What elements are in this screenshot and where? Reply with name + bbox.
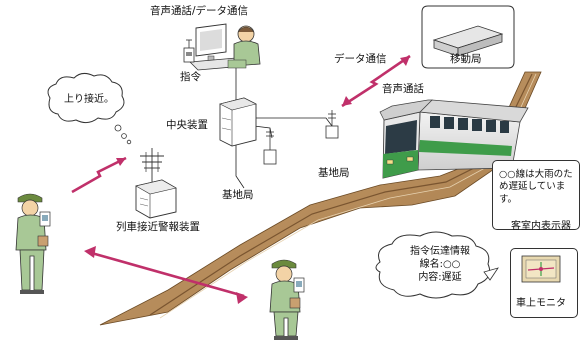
warning-device (135, 148, 177, 219)
label-voice-data-comm: 音声通話/データ通信 (150, 5, 249, 17)
command-info-content: 内容:遅延 (418, 272, 462, 283)
label-passenger-display: 客室内表示器 (511, 221, 571, 232)
communication-arrows (71, 54, 411, 304)
track-worker-left (15, 193, 51, 294)
label-data-comm: データ通信 (334, 53, 387, 65)
onboard-monitor-panel (510, 248, 578, 318)
label-warning-device: 列車接近警報装置 (116, 221, 200, 233)
command-info-bubble (375, 231, 499, 299)
label-approach: 上り接近。 (64, 94, 114, 105)
track-worker-middle (269, 259, 305, 340)
label-voice-call: 音声通話 (382, 83, 424, 95)
passenger-display-panel: ○○線は大雨のため遅延しています。 (492, 160, 580, 230)
central-device (219, 97, 257, 147)
base-station-antennas (263, 110, 339, 165)
label-onboard-monitor: 車上モニタ (516, 298, 566, 309)
label-base-station-1: 基地局 (222, 189, 254, 201)
label-command: 指令 (180, 71, 201, 83)
label-mobile-station: 移動局 (450, 53, 482, 65)
dispatcher-figure (183, 23, 261, 71)
network-wires (235, 62, 333, 189)
onboard-monitor-screen (521, 255, 561, 283)
label-base-station-2: 基地局 (318, 167, 350, 179)
command-info-title: 指令伝達情報 (410, 246, 470, 257)
command-info-line: 線名:○○ (419, 259, 461, 270)
mobile-station-device (421, 5, 515, 69)
label-central-device: 中央装置 (166, 119, 208, 131)
approach-bubble (47, 72, 132, 145)
passenger-display-message: ○○線は大雨のため遅延しています。 (499, 169, 573, 205)
